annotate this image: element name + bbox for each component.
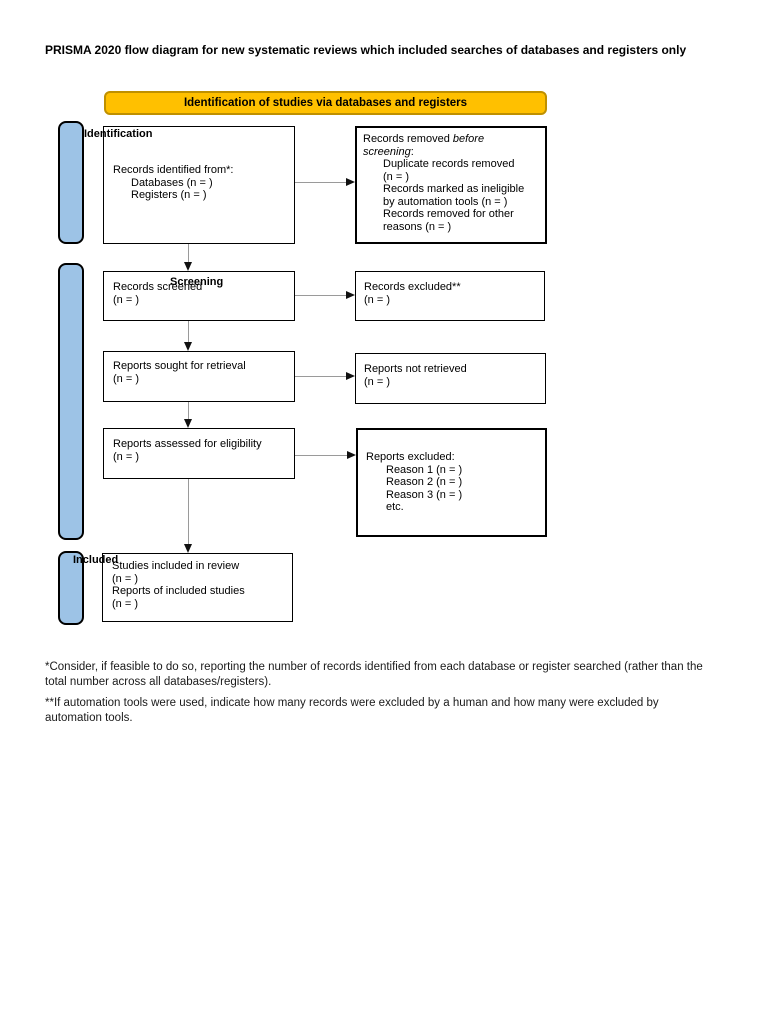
box-text-line: Reports assessed for eligibility — [113, 438, 262, 450]
box-text-line: (n = ) — [112, 597, 138, 610]
box-text-line: Reports of included studies — [112, 585, 245, 597]
section-label-included: Included — [73, 554, 119, 566]
arrow-head-down-icon — [184, 342, 192, 351]
box-text-line: Reports excluded: — [366, 451, 455, 463]
arrow-sought-to-assessed — [184, 402, 193, 428]
box-text: Reports sought for retrieval(n = ) — [104, 352, 294, 401]
arrow-head-down-icon — [184, 544, 192, 553]
sidebar-bar-identification — [58, 121, 84, 244]
box-text-line: Records excluded** — [364, 281, 461, 293]
box-text-line: Records marked as ineligible — [383, 183, 525, 195]
flow-box-studies-included: Studies included in review(n = )Reports … — [102, 553, 293, 622]
arrow-assessed-to-included — [184, 479, 193, 553]
box-text-line: (n = ) — [112, 572, 138, 585]
box-text-line: Duplicate records removed — [383, 158, 515, 170]
box-text-line: (n = ) — [364, 375, 390, 388]
box-text-line: Reports sought for retrieval — [113, 360, 246, 372]
box-text-line: (n = ) — [113, 372, 139, 385]
sidebar-bar-screening — [58, 263, 84, 540]
box-text-line: Reason 3 (n = ) — [386, 488, 463, 501]
box-text-line: Registers (n = ) — [131, 189, 207, 201]
arrow-identified-to-screened — [184, 244, 193, 271]
flow-box-reports-not-retrieved: Reports not retrieved(n = ) — [355, 353, 546, 404]
arrow-sought-to-not-retrieved — [295, 372, 355, 381]
arrow-shaft — [187, 402, 189, 420]
flow-box-records-excluded: Records excluded**(n = ) — [355, 271, 545, 321]
arrow-shaft — [295, 181, 347, 183]
box-text-line: Records removed for other — [383, 208, 514, 220]
arrow-head-down-icon — [184, 419, 192, 428]
arrow-shaft — [295, 375, 347, 377]
flow-box-reports-excluded: Reports excluded:Reason 1 (n = )Reason 2… — [356, 428, 547, 537]
box-text-line: (n = ) — [364, 293, 390, 306]
arrow-shaft — [187, 479, 189, 545]
arrow-head-down-icon — [184, 262, 192, 271]
arrow-shaft — [187, 321, 189, 343]
arrow-identified-to-removed — [295, 178, 355, 187]
box-text: Records excluded**(n = ) — [356, 272, 544, 320]
box-text: Records screened(n = ) — [104, 272, 294, 320]
box-text-line: Records removed before — [363, 133, 485, 145]
arrow-shaft — [295, 294, 347, 296]
sidebar-bar-included — [58, 551, 84, 625]
box-text-line: etc. — [386, 501, 404, 513]
banner-identification-of-studies: Identification of studies via databases … — [104, 91, 547, 115]
box-text-line: by automation tools (n = ) — [383, 195, 508, 208]
box-text-line: (n = ) — [113, 293, 139, 306]
arrow-screened-to-excluded — [295, 291, 355, 300]
box-text: Records identified from*:Databases (n = … — [104, 127, 294, 243]
box-text-line: Records identified from*: — [113, 164, 234, 176]
box-text-line: Records screened — [113, 281, 203, 293]
box-text: Reports not retrieved(n = ) — [356, 354, 545, 403]
arrow-head-right-icon — [347, 451, 356, 459]
arrow-shaft — [187, 244, 189, 263]
box-text-line: (n = ) — [383, 170, 409, 183]
section-label-screening: Screening — [170, 276, 224, 288]
box-text: Reports assessed for eligibility(n = ) — [104, 429, 294, 478]
footnote-asterisk: *Consider, if feasible to do so, reporti… — [45, 661, 703, 688]
box-text-line: (n = ) — [113, 450, 139, 463]
arrow-assessed-to-reports-excluded — [295, 451, 356, 460]
box-text: Reports excluded:Reason 1 (n = )Reason 2… — [358, 430, 545, 535]
page-title: PRISMA 2020 flow diagram for new systema… — [45, 43, 687, 57]
arrow-head-right-icon — [346, 372, 355, 380]
arrow-head-right-icon — [346, 178, 355, 186]
box-text-line: Studies included in review — [112, 560, 240, 572]
section-label-identification: Identification — [84, 128, 153, 140]
box-text: Studies included in review(n = )Reports … — [103, 554, 292, 621]
arrow-head-right-icon — [346, 291, 355, 299]
flow-box-reports-sought: Reports sought for retrieval(n = ) — [103, 351, 295, 402]
box-text-line: Databases (n = ) — [131, 176, 213, 189]
box-text-line: reasons (n = ) — [383, 220, 452, 233]
arrow-shaft — [295, 454, 348, 456]
box-text-line: Reason 1 (n = ) — [386, 463, 463, 476]
arrow-screened-to-sought — [184, 321, 193, 351]
flow-box-reports-assessed: Reports assessed for eligibility(n = ) — [103, 428, 295, 479]
box-text-line: Reason 2 (n = ) — [386, 476, 463, 488]
flow-box-records-screened: Records screened(n = ) — [103, 271, 295, 321]
box-text-line: Reports not retrieved — [364, 363, 467, 375]
flow-box-records-identified: Records identified from*:Databases (n = … — [103, 126, 295, 244]
footnote-double-asterisk: **If automation tools were used, indicat… — [45, 697, 659, 724]
box-text-line: screening: — [363, 145, 414, 158]
